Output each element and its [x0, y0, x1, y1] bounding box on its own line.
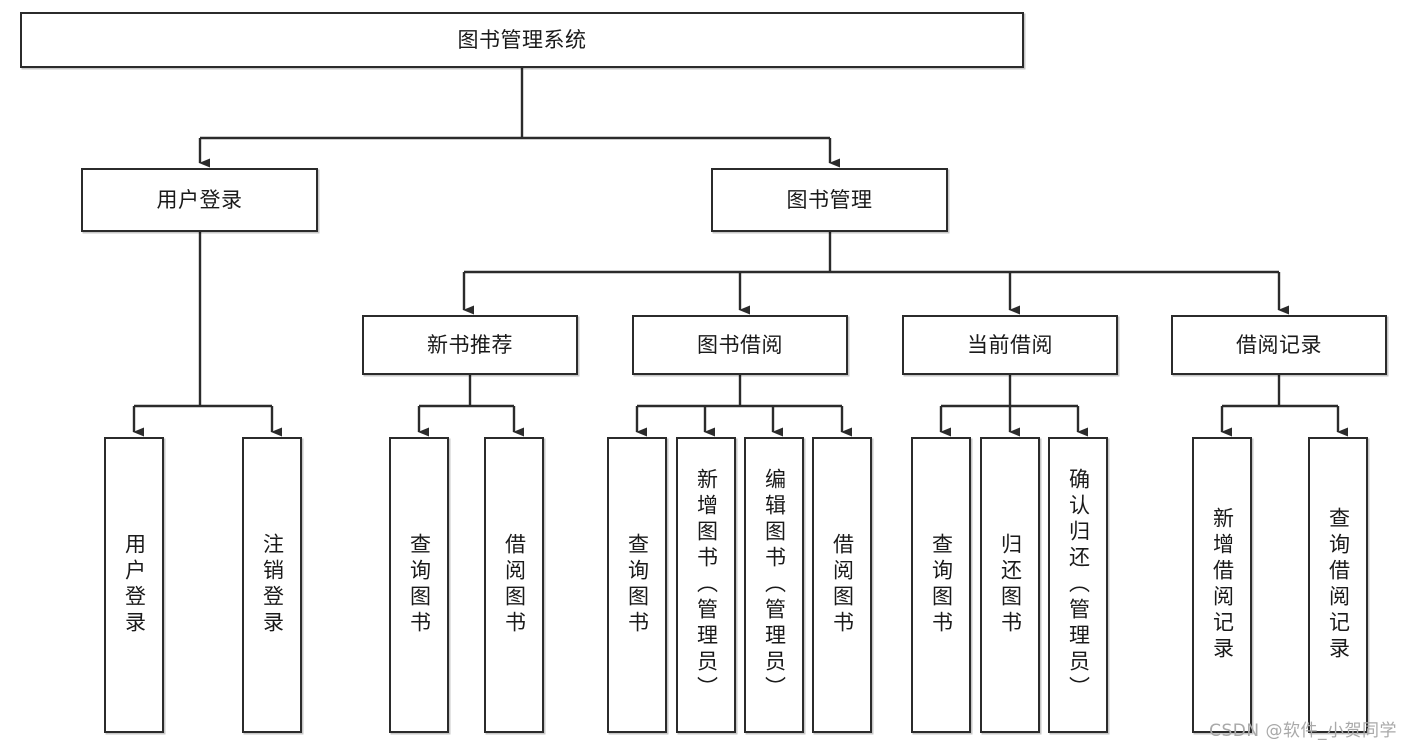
leaf-return-book-label: 归还图书 — [998, 533, 1023, 637]
leaf-user-login[interactable]: 用户登录 — [104, 437, 164, 733]
leaf-logout-login[interactable]: 注销登录 — [242, 437, 302, 733]
leaf-add-record[interactable]: 新增借阅记录 — [1192, 437, 1252, 733]
node-root-label: 图书管理系统 — [457, 27, 587, 52]
node-user-login[interactable]: 用户登录 — [81, 168, 318, 232]
node-book-borrow-label: 图书借阅 — [697, 332, 783, 357]
leaf-query-book-2[interactable]: 查询图书 — [607, 437, 667, 733]
node-book-manage[interactable]: 图书管理 — [711, 168, 948, 232]
watermark: CSDN @软件_小贺同学 — [1209, 721, 1397, 741]
leaf-confirm-return[interactable]: 确认归还（管理员） — [1048, 437, 1108, 733]
leaf-query-record[interactable]: 查询借阅记录 — [1308, 437, 1368, 733]
leaf-edit-book[interactable]: 编辑图书（管理员） — [744, 437, 804, 733]
node-new-book-recommend-label: 新书推荐 — [427, 332, 513, 357]
leaf-add-book-label: 新增图书（管理员） — [694, 468, 719, 702]
leaf-borrow-book-1[interactable]: 借阅图书 — [484, 437, 544, 733]
leaf-borrow-book-2[interactable]: 借阅图书 — [812, 437, 872, 733]
node-borrow-record[interactable]: 借阅记录 — [1171, 315, 1387, 375]
node-book-manage-label: 图书管理 — [786, 187, 873, 212]
leaf-query-book-2-label: 查询图书 — [625, 533, 650, 637]
node-borrow-record-label: 借阅记录 — [1236, 332, 1322, 357]
leaf-confirm-return-label: 确认归还（管理员） — [1066, 468, 1091, 702]
leaf-add-record-label: 新增借阅记录 — [1210, 507, 1235, 663]
leaf-borrow-book-1-label: 借阅图书 — [502, 533, 527, 637]
leaf-borrow-book-2-label: 借阅图书 — [830, 533, 855, 637]
leaf-logout-login-label: 注销登录 — [260, 533, 285, 637]
leaf-edit-book-label: 编辑图书（管理员） — [762, 468, 787, 702]
node-book-borrow[interactable]: 图书借阅 — [632, 315, 848, 375]
leaf-query-record-label: 查询借阅记录 — [1326, 507, 1351, 663]
leaf-user-login-label: 用户登录 — [122, 533, 147, 637]
node-new-book-recommend[interactable]: 新书推荐 — [362, 315, 578, 375]
leaf-query-book-1[interactable]: 查询图书 — [389, 437, 449, 733]
node-root[interactable]: 图书管理系统 — [20, 12, 1024, 68]
node-current-borrow[interactable]: 当前借阅 — [902, 315, 1118, 375]
leaf-query-book-1-label: 查询图书 — [407, 533, 432, 637]
leaf-add-book[interactable]: 新增图书（管理员） — [676, 437, 736, 733]
node-user-login-label: 用户登录 — [156, 187, 243, 212]
node-current-borrow-label: 当前借阅 — [967, 332, 1053, 357]
leaf-return-book[interactable]: 归还图书 — [980, 437, 1040, 733]
leaf-query-book-3-label: 查询图书 — [929, 533, 954, 637]
leaf-query-book-3[interactable]: 查询图书 — [911, 437, 971, 733]
